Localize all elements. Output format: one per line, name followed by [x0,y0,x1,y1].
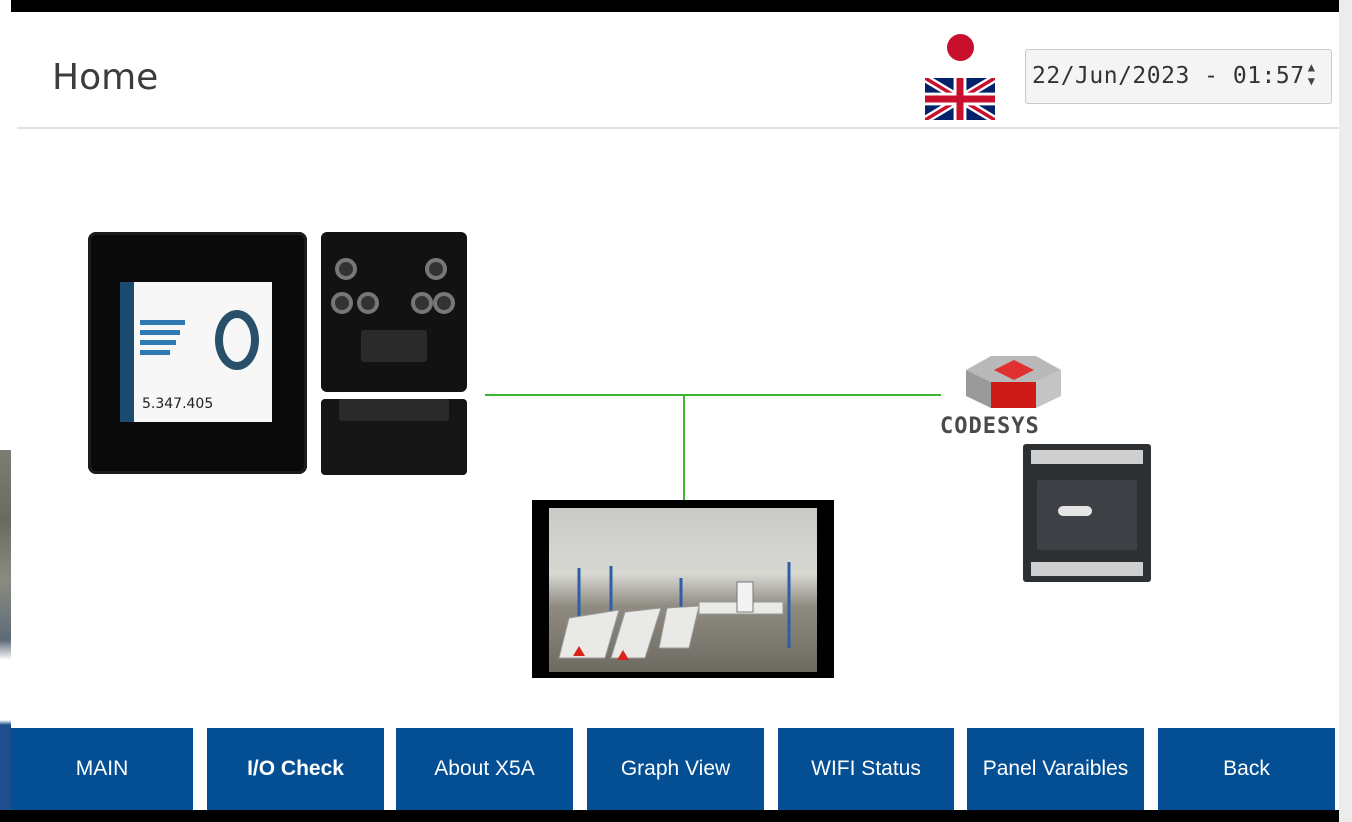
hmi-display: 5.347.405 [120,282,272,422]
header-bar: Home 22/Jun/2023 - 01:57 ▲ ▼ [17,12,1339,129]
bottom-navigation: MAIN I/O Check About X5A Graph View WIFI… [11,728,1339,810]
nav-io-check-button[interactable]: I/O Check [207,728,384,810]
network-diagram-lines [485,394,941,500]
plc-module-image [1023,444,1151,582]
codesys-logo: CODESYS [936,350,1086,440]
nav-back-button[interactable]: Back [1158,728,1335,810]
language-indicator-dot [947,34,974,61]
nav-about-button[interactable]: About X5A [396,728,573,810]
plant-simulation-image [532,500,834,678]
nav-wifi-status-button[interactable]: WIFI Status [778,728,954,810]
hmi-panel-back-image [321,232,467,392]
language-selector[interactable] [923,34,997,120]
spinner-down-icon[interactable]: ▼ [1307,74,1315,88]
hmi-panel-front-image: 5.347.405 [88,232,307,474]
hmi-screen: Home 22/Jun/2023 - 01:57 ▲ ▼ [11,12,1339,810]
datetime-spinner[interactable]: 22/Jun/2023 - 01:57 ▲ ▼ [1025,49,1332,104]
uk-flag-icon [925,78,995,120]
page-title: Home [52,57,159,98]
plc-brand-logo [1058,506,1092,516]
background-window-edge [0,0,11,822]
hmi-gauge-ring [215,310,259,370]
spinner-up-icon[interactable]: ▲ [1307,60,1315,74]
nav-graph-view-button[interactable]: Graph View [587,728,764,810]
nav-panel-variables-button[interactable]: Panel Varaibles [967,728,1144,810]
window-scrollbar-area [1339,0,1352,822]
hmi-panel-side-image [321,399,467,475]
hmi-counter: 5.347.405 [142,396,214,412]
codesys-cube-icon [966,356,1061,408]
nav-main-button[interactable]: MAIN [11,728,193,810]
spinner-arrows[interactable]: ▲ ▼ [1308,60,1315,88]
codesys-label: CODESYS [940,414,1040,439]
datetime-value: 22/Jun/2023 - 01:57 [1032,63,1305,89]
